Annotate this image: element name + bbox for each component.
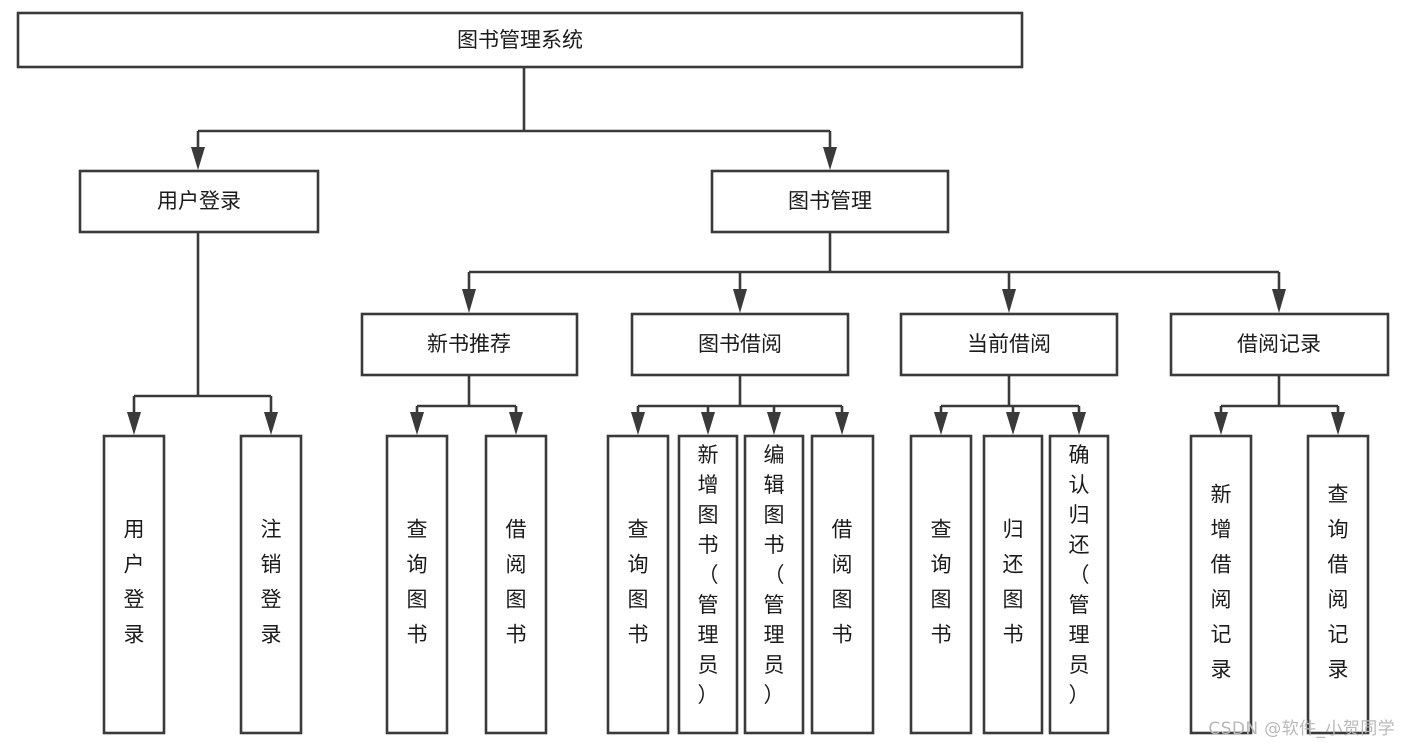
node-current-borrow[interactable]: 当前借阅 (899, 312, 1119, 377)
node-leaf-add-book-admin-label: 新增图书（管理员） (698, 443, 719, 707)
node-leaf-borrow-book-recommend-label: 借阅图书 (506, 518, 527, 647)
node-leaf-logout-box (239, 434, 303, 735)
arrow-to-borrow-records (1272, 289, 1286, 313)
node-user-login[interactable]: 用户登录 (78, 169, 320, 234)
node-leaf-return-book[interactable]: 归还图书 (982, 434, 1044, 735)
node-leaf-confirm-return-admin-label: 确认归还（管理员） (1069, 443, 1090, 707)
node-leaf-query-borrow-record[interactable]: 查询借阅记录 (1306, 434, 1370, 735)
node-leaf-confirm-return-admin[interactable]: 确认归还（管理员） (1048, 434, 1110, 735)
node-leaf-query-book-current[interactable]: 查询图书 (909, 434, 973, 735)
node-leaf-query-book-current-box (909, 434, 973, 735)
node-root-box (16, 11, 1024, 69)
arrow-to-leaf-borrow-book-recommend (509, 412, 523, 435)
node-leaf-borrow-book-recommend[interactable]: 借阅图书 (484, 434, 548, 735)
node-leaf-borrow-book-recommend-box (484, 434, 548, 735)
arrow-to-leaf-return-book (1006, 412, 1020, 435)
node-user-login-label: 用户登录 (157, 189, 241, 213)
node-leaf-query-book-current-label: 查询图书 (931, 518, 952, 647)
arrow-to-leaf-query-book-recommend (410, 412, 424, 435)
node-root[interactable]: 图书管理系统 (16, 11, 1024, 69)
node-leaf-borrow-book[interactable]: 借阅图书 (810, 434, 875, 735)
node-current-borrow-box (899, 312, 1119, 377)
node-root-label: 图书管理系统 (457, 28, 583, 52)
node-new-book-recommend-label: 新书推荐 (427, 332, 511, 356)
node-borrow-records-label: 借阅记录 (1237, 332, 1321, 356)
node-leaf-query-book-borrow[interactable]: 查询图书 (606, 434, 670, 735)
node-leaf-user-login-label: 用户登录 (124, 518, 145, 647)
arrow-to-book-borrow (733, 289, 747, 313)
node-book-management[interactable]: 图书管理 (710, 169, 950, 234)
node-leaf-add-book-admin-box (677, 434, 739, 735)
node-leaf-query-book-borrow-label: 查询图书 (628, 518, 649, 647)
node-leaf-borrow-book-label: 借阅图书 (832, 518, 853, 647)
node-new-book-recommend-box (360, 312, 579, 377)
node-leaf-add-borrow-record-box (1189, 434, 1253, 735)
node-leaf-query-book-borrow-box (606, 434, 670, 735)
node-leaf-edit-book-admin-label: 编辑图书（管理员） (764, 443, 785, 707)
arrow-to-leaf-add-book-admin (701, 412, 715, 435)
node-leaf-borrow-book-box (810, 434, 875, 735)
arrow-to-leaf-add-borrow-record (1214, 412, 1228, 435)
node-book-management-label: 图书管理 (788, 189, 872, 213)
node-leaf-logout-label: 注销登录 (261, 518, 282, 647)
arrow-to-leaf-user-login (127, 412, 141, 435)
node-leaf-add-book-admin[interactable]: 新增图书（管理员） (677, 434, 739, 735)
arrow-to-leaf-borrow-book (835, 412, 849, 435)
node-leaf-query-book-recommend[interactable]: 查询图书 (385, 434, 449, 735)
connector-layer (127, 67, 1345, 435)
node-leaf-add-borrow-record[interactable]: 新增借阅记录 (1189, 434, 1253, 735)
node-new-book-recommend[interactable]: 新书推荐 (360, 312, 579, 377)
node-leaf-return-book-label: 归还图书 (1003, 518, 1024, 647)
arrow-to-leaf-query-borrow-record (1331, 412, 1345, 435)
arrow-to-leaf-query-book-current (934, 412, 948, 435)
arrow-to-book-management (823, 147, 837, 170)
node-leaf-edit-book-admin-box (743, 434, 805, 735)
node-leaf-query-book-recommend-label: 查询图书 (407, 518, 428, 647)
node-book-borrow-label: 图书借阅 (698, 332, 782, 356)
node-borrow-records-box (1169, 312, 1390, 377)
node-leaf-confirm-return-admin-box (1048, 434, 1110, 735)
arrow-to-leaf-confirm-return-admin (1072, 412, 1086, 435)
node-leaf-user-login[interactable]: 用户登录 (102, 434, 166, 735)
arrow-to-leaf-logout (264, 412, 278, 435)
node-borrow-records[interactable]: 借阅记录 (1169, 312, 1390, 377)
node-current-borrow-label: 当前借阅 (967, 332, 1051, 356)
node-book-management-box (710, 169, 950, 234)
node-leaf-edit-book-admin[interactable]: 编辑图书（管理员） (743, 434, 805, 735)
node-leaf-query-borrow-record-box (1306, 434, 1370, 735)
arrow-to-user-login (191, 147, 205, 170)
node-leaf-add-borrow-record-label: 新增借阅记录 (1211, 483, 1232, 682)
node-leaf-logout[interactable]: 注销登录 (239, 434, 303, 735)
node-book-borrow[interactable]: 图书借阅 (630, 312, 850, 377)
arrow-to-current-borrow (1002, 289, 1016, 313)
node-leaf-return-book-box (982, 434, 1044, 735)
node-book-borrow-box (630, 312, 850, 377)
node-leaf-query-borrow-record-label: 查询借阅记录 (1328, 483, 1349, 682)
node-leaf-query-book-recommend-box (385, 434, 449, 735)
node-leaf-user-login-box (102, 434, 166, 735)
arrow-to-leaf-edit-book-admin (767, 412, 781, 435)
arrow-to-leaf-query-book-borrow (631, 412, 645, 435)
node-user-login-box (78, 169, 320, 234)
arrow-to-new-book-recommend (462, 289, 476, 313)
